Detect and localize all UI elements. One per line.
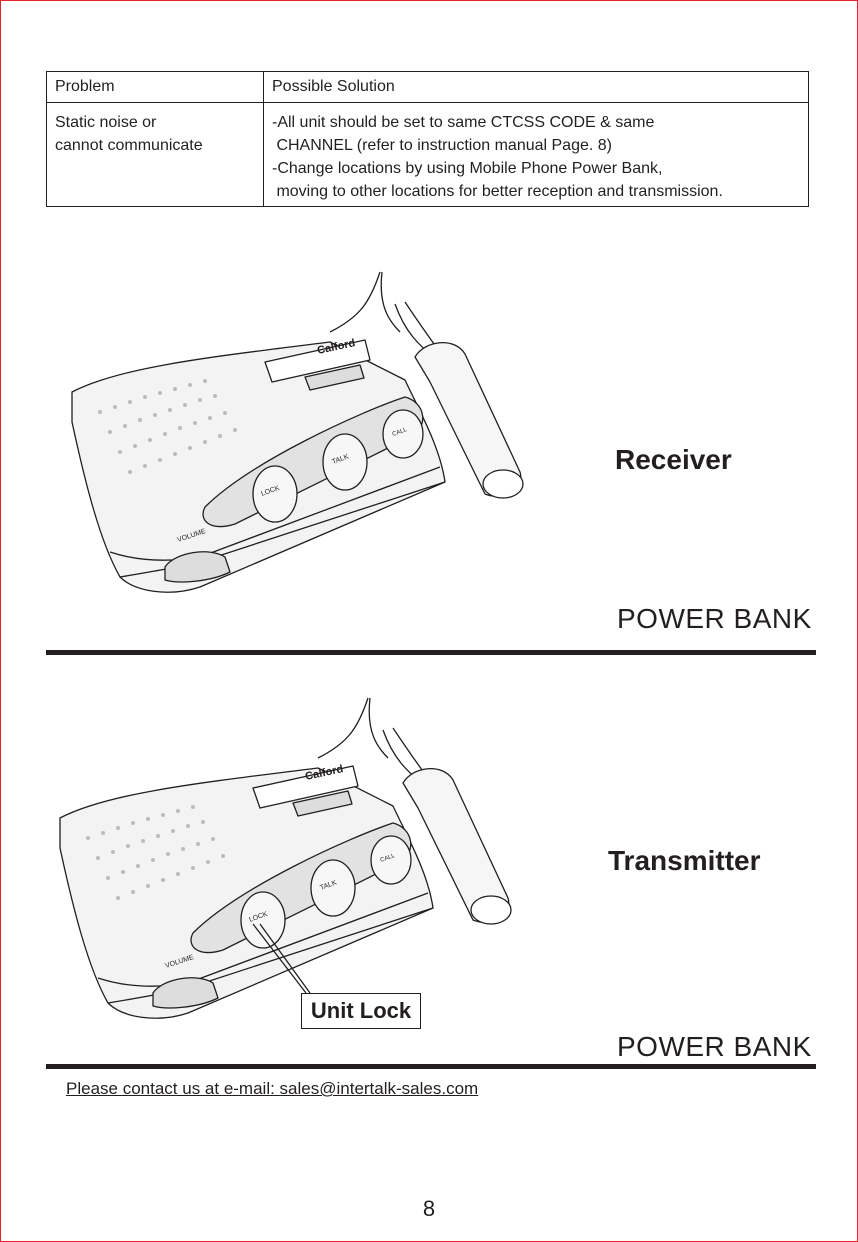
transmitter-label: Transmitter — [608, 845, 761, 876]
page-number: 8 — [422, 1196, 436, 1221]
unit-lock-callout: Unit Lock — [301, 993, 421, 1029]
receiver-label: Receiver — [615, 444, 732, 475]
header-solution: Possible Solution — [263, 71, 809, 103]
troubleshooting-table: Problem Possible Solution Static noise o… — [46, 71, 809, 207]
table-header-row: Problem Possible Solution — [46, 71, 809, 103]
section-divider — [46, 650, 816, 655]
section-divider-bottom — [46, 1064, 816, 1069]
problem-cell: Static noise or cannot communicate — [46, 102, 264, 207]
receiver-device-illustration: Calford LOCK TALK CALL VOLUME — [71, 271, 524, 593]
header-problem: Problem — [46, 71, 264, 103]
transmitter-power-bank-label: POWER BANK — [617, 1031, 812, 1062]
transmitter-call-label: CALL — [380, 853, 397, 864]
receiver-call-label: CALL — [392, 427, 409, 438]
receiver-power-bank-label: POWER BANK — [617, 603, 812, 634]
transmitter-device-illustration: Calford LOCK TALK CALL VOLUME — [59, 697, 512, 1019]
table-row: Static noise or cannot communicate -All … — [46, 102, 809, 207]
solution-cell: -All unit should be set to same CTCSS CO… — [263, 102, 809, 207]
contact-email-link[interactable]: Please contact us at e-mail: sales@inter… — [66, 1079, 479, 1098]
